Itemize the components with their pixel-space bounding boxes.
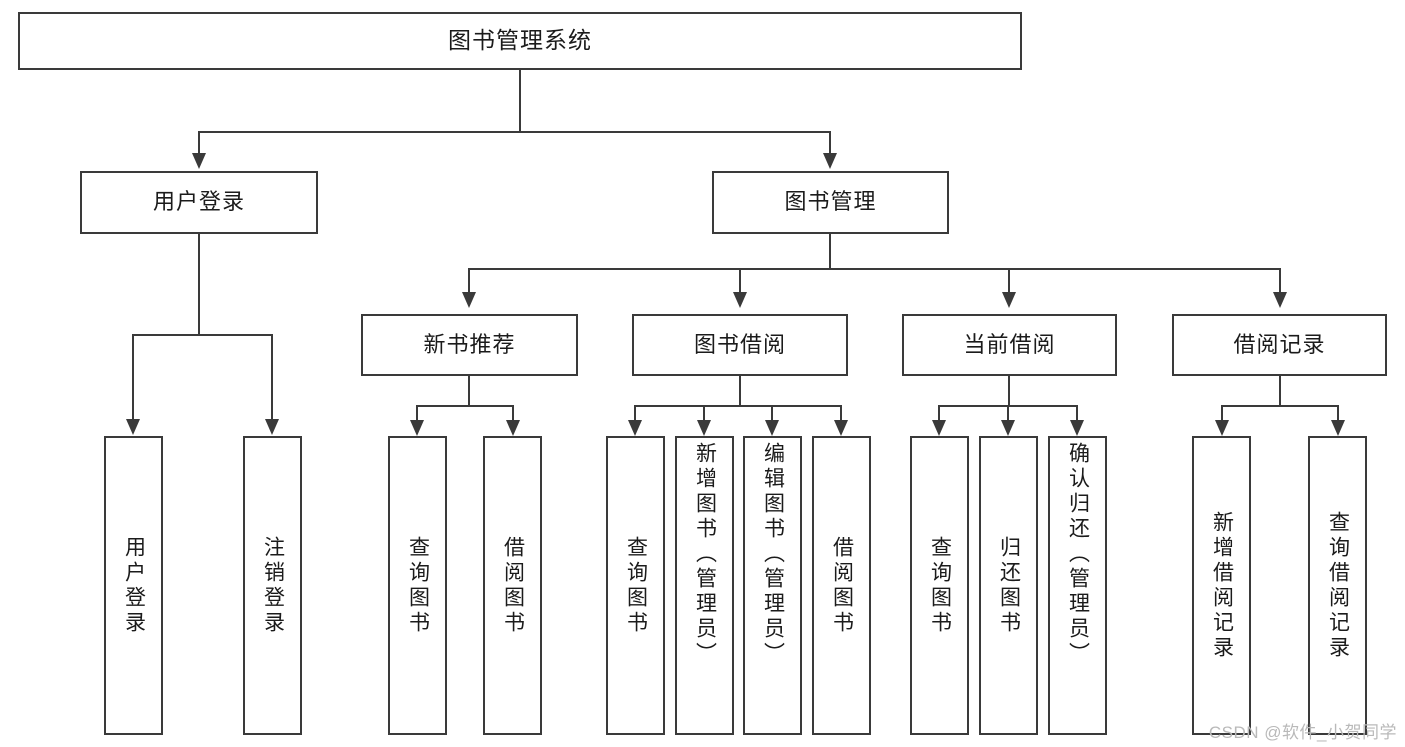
node-label: 图书管理 [784,189,877,215]
leaf-cb-return-book[interactable]: 归还图书 [979,436,1038,735]
leaf-bb-search-book[interactable]: 查询图书 [606,436,665,735]
connector-br-leaf1 [1221,405,1223,421]
arrow-br-leaf2 [1331,420,1345,436]
node-label: 新书推荐 [423,331,516,357]
leaf-label: 借阅图书 [830,535,854,636]
connector-user-login-leaf2 [271,334,273,420]
arrow-bb-leaf3 [765,420,779,436]
leaf-nbr-search-book[interactable]: 查询图书 [388,436,447,735]
arrow-bb-leaf4 [834,420,848,436]
node-borrow-record[interactable]: 借阅记录 [1172,314,1387,376]
connector-root-stem [519,70,521,132]
csdn-watermark: CSDN @软件_小贺同学 [1208,723,1397,742]
arrow-root-to-user-login [192,153,206,169]
connector-book-borrow-bar [634,405,842,407]
connector-root-to-user-login [198,131,200,155]
connector-bb-leaf2 [703,405,705,421]
connector-to-current-borrow [1008,268,1010,293]
leaf-nbr-borrow-book[interactable]: 借阅图书 [483,436,542,735]
connector-to-new-book-recommend [468,268,470,293]
connector-cb-leaf3 [1076,405,1078,421]
arrow-to-borrow-record [1273,292,1287,308]
leaf-cb-confirm-return-admin[interactable]: 确认归还（管理员） [1048,436,1107,735]
connector-book-management-stem [829,233,831,269]
node-current-borrow[interactable]: 当前借阅 [902,314,1117,376]
connector-bb-leaf4 [840,405,842,421]
leaf-bb-add-book-admin[interactable]: 新增图书（管理员） [675,436,734,735]
leaf-label: 归还图书 [997,535,1021,636]
node-root-book-management-system[interactable]: 图书管理系统 [18,12,1022,70]
connector-book-borrow-stem [739,376,741,406]
connector-user-login-leaf1 [132,334,134,420]
connector-cb-leaf1 [938,405,940,421]
leaf-user-login[interactable]: 用户登录 [104,436,163,735]
arrow-cb-leaf3 [1070,420,1084,436]
leaf-br-search-record[interactable]: 查询借阅记录 [1308,436,1367,735]
connector-root-to-book-management [829,131,831,155]
leaf-logout[interactable]: 注销登录 [243,436,302,735]
node-label: 当前借阅 [963,331,1056,357]
leaf-cb-search-book[interactable]: 查询图书 [910,436,969,735]
leaf-label: 查询图书 [928,535,952,636]
connector-borrow-record-stem [1279,376,1281,406]
leaf-label: 查询借阅记录 [1326,510,1350,661]
arrow-bb-leaf1 [628,420,642,436]
connector-current-borrow-stem [1008,376,1010,406]
connector-user-login-stem [198,234,200,335]
arrow-br-leaf1 [1215,420,1229,436]
connector-root-bar [198,131,831,133]
leaf-bb-edit-book-admin[interactable]: 编辑图书（管理员） [743,436,802,735]
arrow-cb-leaf1 [932,420,946,436]
arrow-user-login-leaf2 [265,419,279,435]
node-label: 借阅记录 [1233,331,1326,357]
arrow-to-new-book-recommend [462,292,476,308]
leaf-label: 新增借阅记录 [1210,510,1234,661]
node-new-book-recommend[interactable]: 新书推荐 [361,314,578,376]
leaf-bb-borrow-book[interactable]: 借阅图书 [812,436,871,735]
leaf-label: 查询图书 [406,535,430,636]
leaf-label: 查询图书 [624,535,648,636]
connector-nbr-leaf1 [416,405,418,421]
arrow-nbr-leaf2 [506,420,520,436]
node-book-management[interactable]: 图书管理 [712,171,949,234]
arrow-cb-leaf2 [1001,420,1015,436]
leaf-label: 编辑图书（管理员） [761,442,785,667]
connector-borrow-record-bar [1221,405,1339,407]
arrow-root-to-book-management [823,153,837,169]
arrow-user-login-leaf1 [126,419,140,435]
node-label: 图书借阅 [693,331,786,357]
arrow-nbr-leaf1 [410,420,424,436]
leaf-br-add-record[interactable]: 新增借阅记录 [1192,436,1251,735]
connector-br-leaf2 [1337,405,1339,421]
connector-to-borrow-record [1279,268,1281,293]
leaf-label: 用户登录 [122,535,146,636]
arrow-to-book-borrow [733,292,747,308]
leaf-label: 新增图书（管理员） [693,442,717,667]
node-label: 用户登录 [152,189,245,215]
connector-bb-leaf1 [634,405,636,421]
connector-to-book-borrow [739,268,741,293]
connector-cb-leaf2 [1007,405,1009,421]
connector-book-management-bar [468,268,1280,270]
connector-nbr-leaf2 [512,405,514,421]
connector-bb-leaf3 [771,405,773,421]
leaf-label: 确认归还（管理员） [1066,442,1090,667]
arrow-to-current-borrow [1002,292,1016,308]
node-label: 图书管理系统 [448,27,592,54]
connector-new-book-recommend-bar [416,405,513,407]
node-user-login[interactable]: 用户登录 [80,171,318,234]
arrow-bb-leaf2 [697,420,711,436]
node-book-borrow[interactable]: 图书借阅 [632,314,848,376]
leaf-label: 借阅图书 [501,535,525,636]
leaf-label: 注销登录 [261,535,285,636]
connector-user-login-bar [132,334,272,336]
connector-new-book-recommend-stem [468,376,470,406]
